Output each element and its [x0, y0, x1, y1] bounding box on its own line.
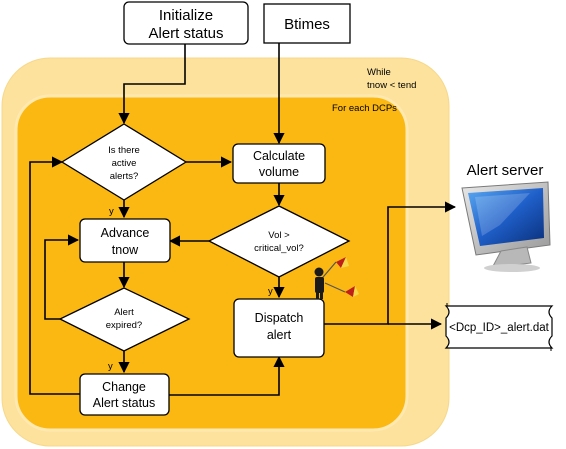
yes-label-vol: y	[268, 286, 273, 297]
svg-text:Change: Change	[102, 380, 146, 394]
edge-change-back-to-active	[29, 156, 80, 395]
signal-flag-person-icon	[314, 257, 359, 299]
svg-text:expired?: expired?	[106, 320, 142, 331]
advance-tnow-box: Advance tnow	[79, 218, 171, 263]
change-alert-status-box: Change Alert status	[79, 373, 170, 416]
while-label: While	[367, 67, 391, 78]
computer-monitor-icon	[461, 181, 551, 272]
alert-expired-decision: Alert expired?	[58, 287, 191, 352]
svg-text:active: active	[112, 158, 137, 169]
svg-text:Is there: Is there	[108, 145, 140, 156]
for-each-dcp-region	[14, 94, 409, 432]
svg-text:Alert status: Alert status	[93, 396, 156, 410]
svg-text:Vol >: Vol >	[268, 230, 290, 241]
alert-server-label: Alert server	[467, 162, 544, 179]
svg-text:critical_vol?: critical_vol?	[254, 243, 304, 254]
svg-text:Advance: Advance	[101, 226, 150, 240]
for-each-dcp-label: For each DCPs	[332, 103, 397, 114]
svg-text:Alert: Alert	[114, 307, 134, 318]
active-alerts-decision: Is there active alerts?	[60, 123, 188, 201]
svg-text:Alert status: Alert status	[148, 25, 223, 42]
svg-text:Btimes: Btimes	[284, 16, 330, 33]
svg-text:alert: alert	[267, 328, 292, 342]
svg-text:Calculate: Calculate	[253, 149, 305, 163]
dispatch-alert-box: Dispatch alert	[233, 298, 325, 358]
calculate-volume-box: Calculate volume	[232, 143, 326, 184]
svg-text:Initialize: Initialize	[159, 7, 213, 24]
svg-text:tnow: tnow	[112, 243, 139, 257]
initialize-alert-status-box: Initialize Alert status	[123, 1, 249, 45]
btimes-box: Btimes	[263, 3, 351, 44]
yes-label-active: y	[109, 206, 114, 217]
while-condition-label: tnow < tend	[367, 80, 416, 91]
vol-critical-decision: Vol > critical_vol?	[207, 205, 351, 278]
svg-text:volume: volume	[259, 165, 299, 179]
svg-text:Dispatch: Dispatch	[255, 311, 304, 325]
edge-initialize-to-active	[118, 44, 186, 125]
alert-file-label: <Dcp_ID>_alert.dat	[449, 322, 550, 334]
edges	[29, 43, 457, 396]
yes-label-expired: y	[108, 361, 113, 372]
edge-change-to-dispatch	[169, 355, 285, 396]
svg-text:alerts?: alerts?	[110, 171, 139, 182]
edge-dispatch-to-server	[324, 201, 457, 325]
edge-expired-back-to-advance	[44, 234, 80, 320]
scroll-document-icon: <Dcp_ID>_alert.dat	[444, 303, 554, 351]
